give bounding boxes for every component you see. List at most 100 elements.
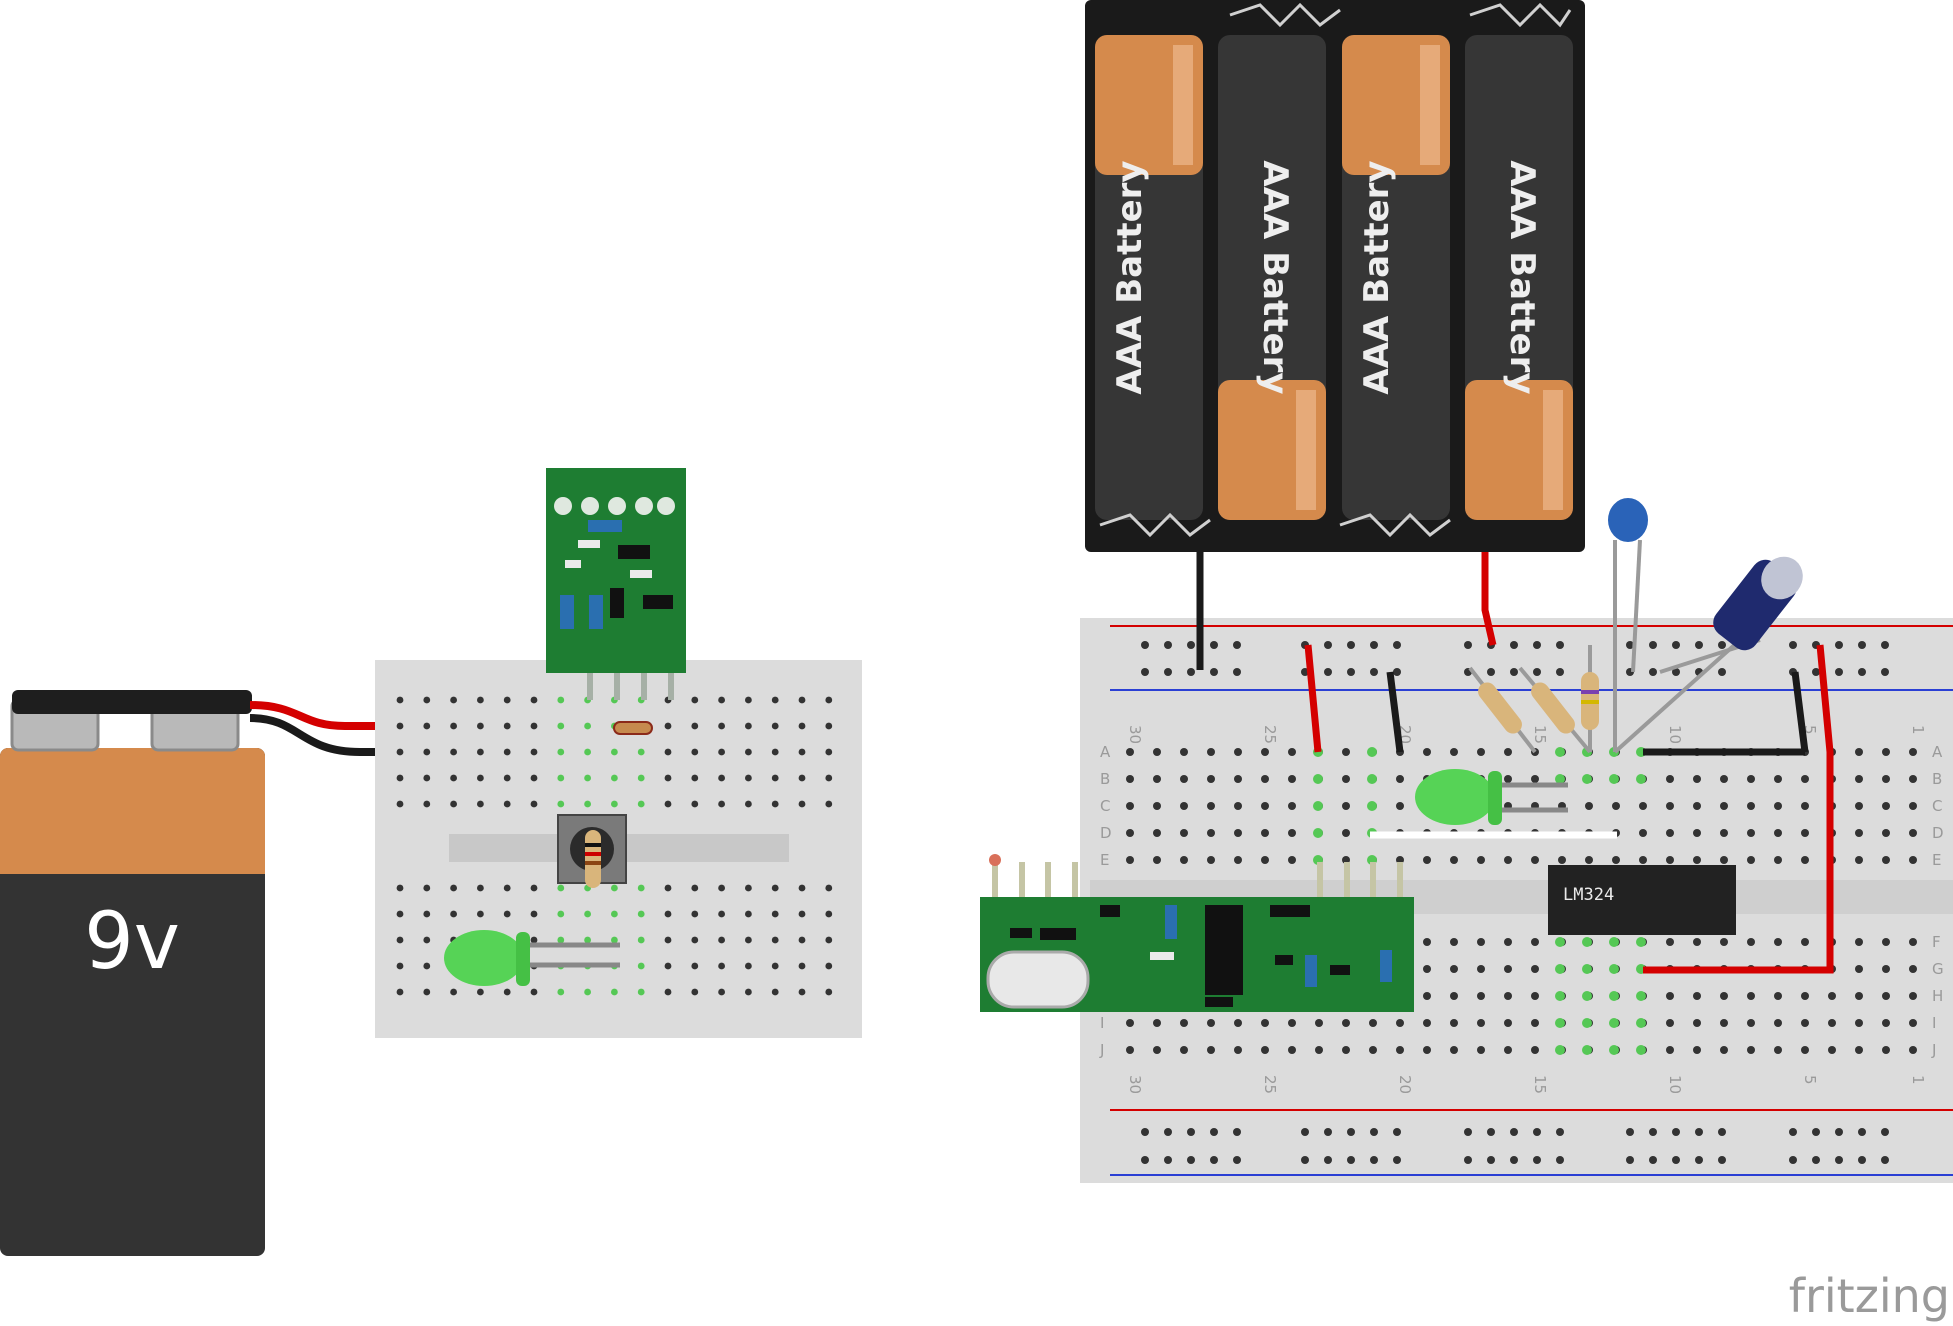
rail-hole [1533, 1156, 1541, 1164]
row-letter: C [1932, 797, 1942, 815]
breadboard-hole [1882, 775, 1890, 783]
breadboard-hole [477, 884, 484, 892]
breadboard-hole [1882, 802, 1890, 810]
led-green-large [1415, 769, 1568, 825]
rail-hole [1187, 641, 1195, 649]
jumper-wires [1304, 644, 1834, 974]
breadboard-hole [1828, 1046, 1836, 1054]
breadboard-hole [423, 696, 431, 704]
breadboard-hole [1261, 1046, 1269, 1054]
rail-hole [1533, 668, 1541, 676]
rail-hole [1233, 668, 1241, 676]
battery-9v-label: 9v [84, 897, 180, 987]
rail-hole [1187, 668, 1195, 676]
rail-hole [1164, 1156, 1172, 1164]
breadboard-hole [1477, 938, 1485, 946]
breadboard-hole [1801, 1046, 1809, 1054]
breadboard-hole [1288, 1019, 1296, 1027]
connected-hole [1609, 937, 1619, 947]
rail-hole [1164, 641, 1172, 649]
connected-hole [1582, 964, 1592, 974]
breadboard-hole [1855, 938, 1863, 946]
breadboard-hole [1504, 748, 1512, 756]
column-number-bottom: 5 [1801, 1075, 1819, 1085]
connected-hole [1555, 1045, 1565, 1055]
electrolytic-capacitor [1613, 556, 1803, 754]
breadboard-hole [825, 774, 833, 782]
breadboard-hole [825, 936, 833, 944]
breadboard-hole [691, 748, 699, 756]
breadboard-hole [691, 774, 699, 782]
breadboard-hole [1801, 829, 1809, 837]
breadboard-hole [771, 910, 779, 918]
rf-receiver-module [980, 854, 1414, 1012]
breadboard-hole [1882, 992, 1890, 1000]
breadboard-hole [1477, 856, 1485, 864]
breadboard-hole [1828, 992, 1836, 1000]
aaa-cell-label: AAA Battery [1255, 160, 1295, 394]
rail-hole [1210, 1156, 1218, 1164]
breadboard-hole [1153, 775, 1161, 783]
breadboard-hole [1639, 802, 1647, 810]
rail-hole [1533, 1128, 1541, 1136]
column-number-bottom: 1 [1909, 1075, 1927, 1085]
breadboard-hole [557, 774, 565, 782]
breadboard-hole [664, 722, 672, 730]
row-letter: G [1932, 960, 1944, 978]
rail-hole [1370, 1156, 1378, 1164]
breadboard-hole [1261, 829, 1269, 837]
row-letter: B [1932, 770, 1942, 788]
breadboard-hole [611, 988, 618, 996]
rail-hole [1812, 1128, 1820, 1136]
breadboard-hole [745, 962, 752, 970]
fritzing-watermark: fritzing [1789, 1269, 1950, 1323]
breadboard-hole [1531, 775, 1539, 783]
breadboard-hole [477, 774, 484, 782]
breadboard-hole [1477, 748, 1485, 756]
rail-hole [1533, 641, 1541, 649]
breadboard-hole [423, 962, 431, 970]
breadboard-hole [1234, 829, 1242, 837]
rail-hole [1347, 641, 1355, 649]
breadboard-hole [1450, 938, 1458, 946]
breadboard-hole [1882, 1019, 1890, 1027]
breadboard-hole [1855, 1019, 1863, 1027]
breadboard-hole [1342, 748, 1350, 756]
breadboard-hole [1747, 775, 1755, 783]
rail-hole [1835, 1128, 1843, 1136]
column-number-bottom: 10 [1666, 1075, 1684, 1094]
breadboard-hole [1126, 829, 1134, 837]
breadboard-hole [1450, 748, 1458, 756]
breadboard-hole [1504, 938, 1512, 946]
breadboard-hole [771, 748, 779, 756]
row-letter: C [1100, 797, 1110, 815]
rail-hole [1556, 1156, 1564, 1164]
breadboard-hole [718, 774, 725, 782]
breadboard-hole [423, 722, 431, 730]
breadboard-hole [1720, 802, 1728, 810]
breadboard-hole [718, 962, 725, 970]
rail-hole [1487, 1128, 1495, 1136]
connected-hole [1367, 801, 1377, 811]
rail-hole [1141, 668, 1149, 676]
rail-hole [1487, 668, 1495, 676]
breadboard-hole [396, 800, 404, 808]
breadboard-hole [396, 936, 404, 944]
breadboard-hole [718, 748, 725, 756]
connected-hole [1609, 1018, 1619, 1028]
breadboard-hole [771, 722, 779, 730]
breadboard-hole [450, 910, 457, 918]
column-number-top: 5 [1801, 725, 1819, 735]
rail-hole [1370, 668, 1378, 676]
rail-hole [1141, 641, 1149, 649]
resistor-3 [1581, 645, 1599, 752]
breadboard-hole [1126, 775, 1134, 783]
breadboard-hole [450, 774, 457, 782]
breadboard-hole [1126, 1019, 1134, 1027]
breadboard-hole [1720, 1019, 1728, 1027]
rail-hole [1187, 1128, 1195, 1136]
breadboard-hole [637, 884, 645, 892]
breadboard-hole [1801, 775, 1809, 783]
column-number-bottom: 25 [1261, 1075, 1279, 1094]
